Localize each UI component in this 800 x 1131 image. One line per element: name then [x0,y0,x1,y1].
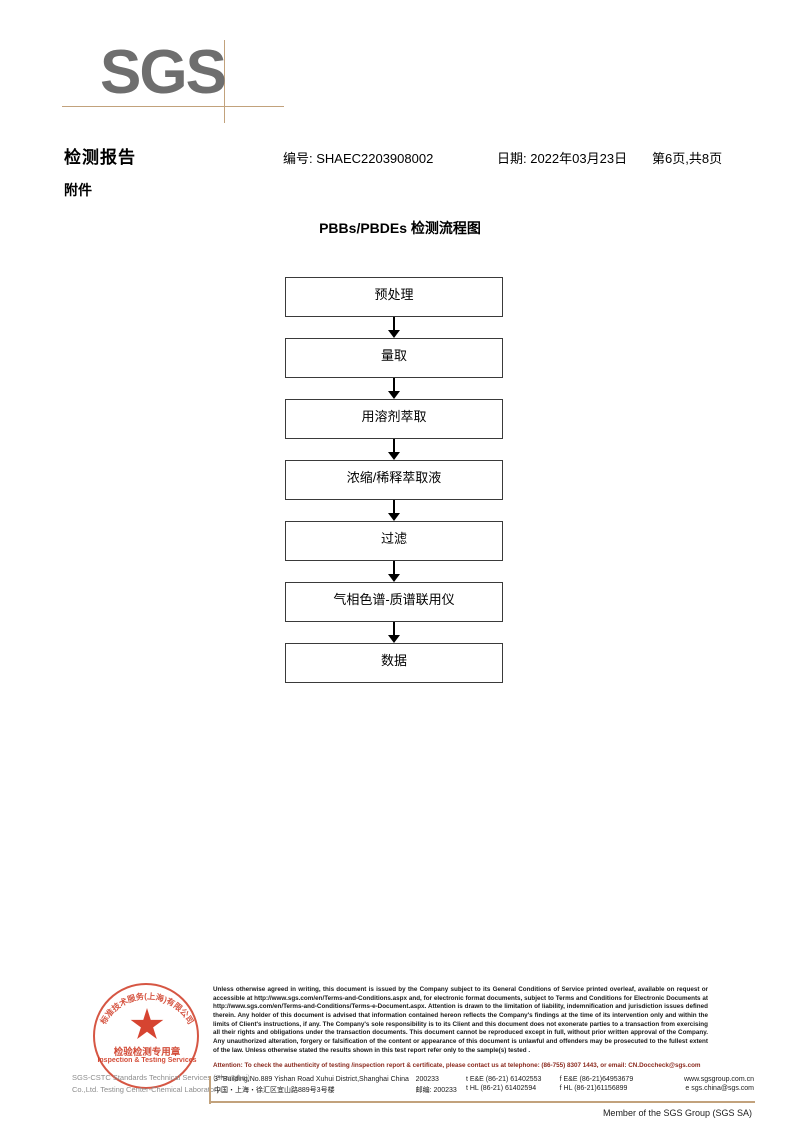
attachment-label: 附件 [64,182,92,198]
flow-node: 气相色谱-质谱联用仪 [285,582,503,622]
sgs-logo-text: SGS [100,38,227,107]
company-faint-text: SGS-CSTC Standards Technical Services (S… [72,1073,250,1094]
website[interactable]: www.sgsgroup.com.cn [683,1076,754,1083]
member-of-group-label: Member of the SGS Group (SGS SA) [602,1108,752,1118]
flow-node: 过滤 [285,521,503,561]
flow-node: 用溶剂萃取 [285,399,503,439]
footer-legal-text: Unless otherwise agreed in writing, this… [213,986,708,1054]
flow-arrow-down-icon [285,439,503,460]
email[interactable]: e sgs.china@sgs.com [685,1085,754,1092]
footer-address-table: 3""Building,No.889 Yishan Road Xuhui Dis… [214,1076,754,1097]
logo-vertical-rule [224,40,225,123]
zip-en: 200233 [415,1076,439,1083]
flow-node: 浓缩/稀释萃取液 [285,460,503,500]
fax-en: f E&E (86-21)64953679 [559,1076,634,1083]
flow-arrow-down-icon [285,500,503,521]
tel-cn: t HL (86-21) 61402594 [465,1085,537,1092]
logo-horizontal-rule [62,106,284,107]
flow-arrow-down-icon [285,561,503,582]
flow-node: 量取 [285,338,503,378]
footer-attention-text: Attention: To check the authenticity of … [213,1062,701,1069]
flow-node: 预处理 [285,277,503,317]
sgs-logo: SGS [62,38,284,128]
flow-arrow-down-icon [285,622,503,643]
table-row: 中国・上海・徐汇区宜山路889号3号楼 邮编: 200233 t HL (86-… [214,1085,754,1097]
seal-en-label: Inspection & Testing Services [97,1057,197,1064]
flow-arrow-down-icon [285,317,503,338]
address-en: 3""Building,No.889 Yishan Road Xuhui Dis… [214,1076,409,1083]
seal-cn-label: 检验检测专用章 [113,1047,181,1058]
seal-outer-ring [93,983,199,1089]
report-number: 编号: SHAEC2203908002 [283,151,434,166]
flow-node: 数据 [285,643,503,683]
fax-cn: f HL (86-21)61156899 [559,1085,628,1092]
page-title: 检测报告 [64,148,136,167]
tel-en: t E&E (86-21) 61402553 [465,1076,542,1083]
flowchart: 预处理 量取 用溶剂萃取 浓缩/稀释萃取液 过滤 气相色谱-质谱联用仪 数据 [285,277,503,683]
footer-vertical-rule [209,1076,211,1104]
flowchart-title: PBBs/PBDEs 检测流程图 [319,220,481,236]
report-date: 日期: 2022年03月23日 [497,151,628,166]
footer-horizontal-rule [209,1101,755,1103]
table-row: 3""Building,No.889 Yishan Road Xuhui Dis… [214,1076,754,1085]
flow-arrow-down-icon [285,378,503,399]
company-seal-stamp: 标准技术服务(上海)有限公司 检验检测专用章 Inspection & Test… [88,978,206,1096]
address-cn: 中国・上海・徐汇区宜山路889号3号楼 [214,1087,335,1094]
page-number: 第6页,共8页 [652,151,723,166]
zip-cn: 邮编: 200233 [415,1087,457,1094]
